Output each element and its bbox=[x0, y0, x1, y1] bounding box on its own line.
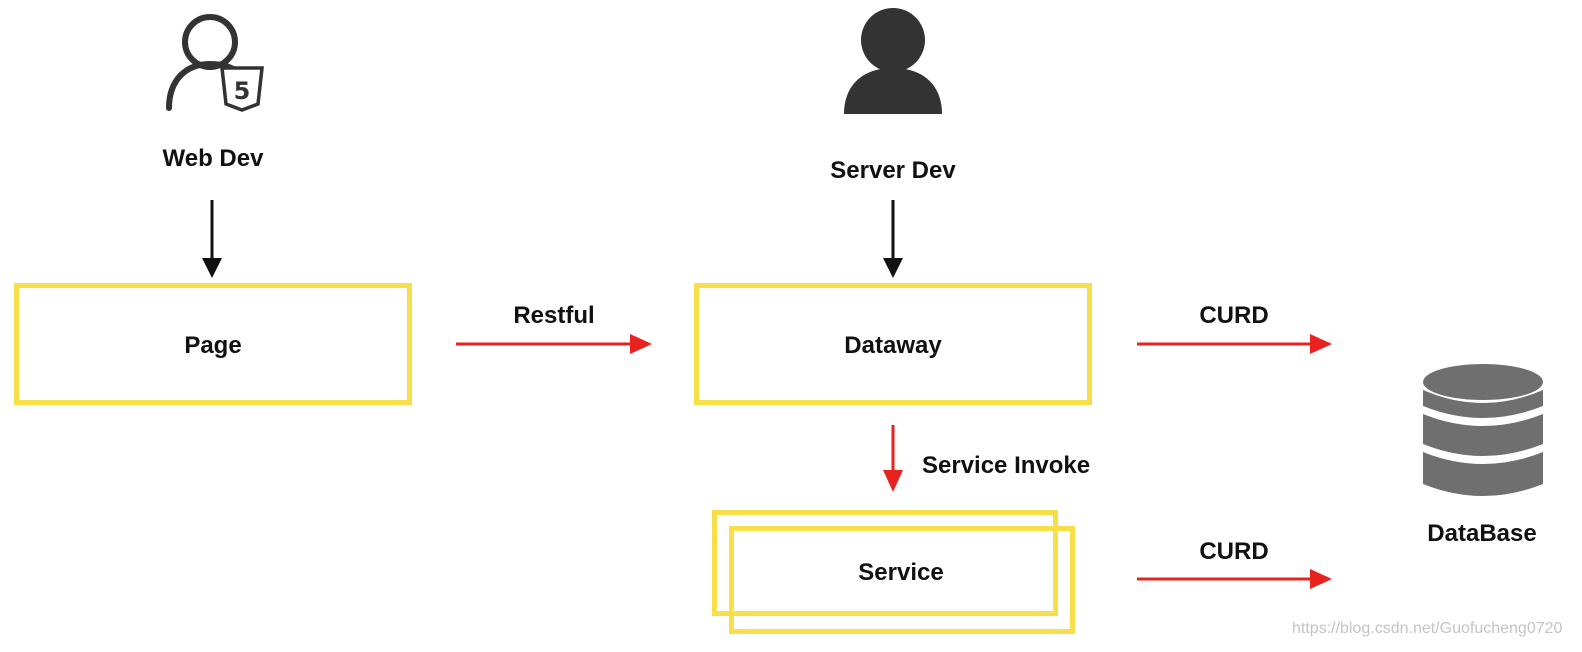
arrow-curd-dataway bbox=[1137, 334, 1332, 354]
arrow-curd-service bbox=[1137, 569, 1332, 589]
page-box-label: Page bbox=[184, 332, 242, 359]
user-icon bbox=[844, 8, 942, 114]
service-box-back bbox=[712, 510, 1058, 616]
html5-user-icon: 5 bbox=[166, 14, 264, 112]
server-dev-label: Server Dev bbox=[830, 157, 956, 184]
service-invoke-label: Service Invoke bbox=[922, 452, 1091, 479]
arrow-serverdev-to-dataway bbox=[883, 200, 903, 278]
watermark: https://blog.csdn.net/Guofucheng0720 bbox=[1292, 620, 1563, 637]
arrow-service-invoke bbox=[883, 425, 903, 492]
database-label: DataBase bbox=[1427, 520, 1537, 547]
curd-service-label: CURD bbox=[1199, 538, 1269, 565]
arrow-restful bbox=[456, 334, 652, 354]
service-box-label: Service bbox=[858, 559, 944, 586]
dataway-box-label: Dataway bbox=[844, 332, 942, 359]
database-icon bbox=[1423, 364, 1543, 496]
web-dev-label: Web Dev bbox=[162, 145, 264, 172]
service-box bbox=[729, 526, 1075, 634]
arrow-webdev-to-page bbox=[202, 200, 222, 278]
page-box: Page bbox=[14, 283, 412, 405]
restful-label: Restful bbox=[513, 302, 595, 329]
svg-text:5: 5 bbox=[234, 77, 251, 105]
dataway-box: Dataway bbox=[694, 283, 1092, 405]
curd-dataway-label: CURD bbox=[1199, 302, 1269, 329]
